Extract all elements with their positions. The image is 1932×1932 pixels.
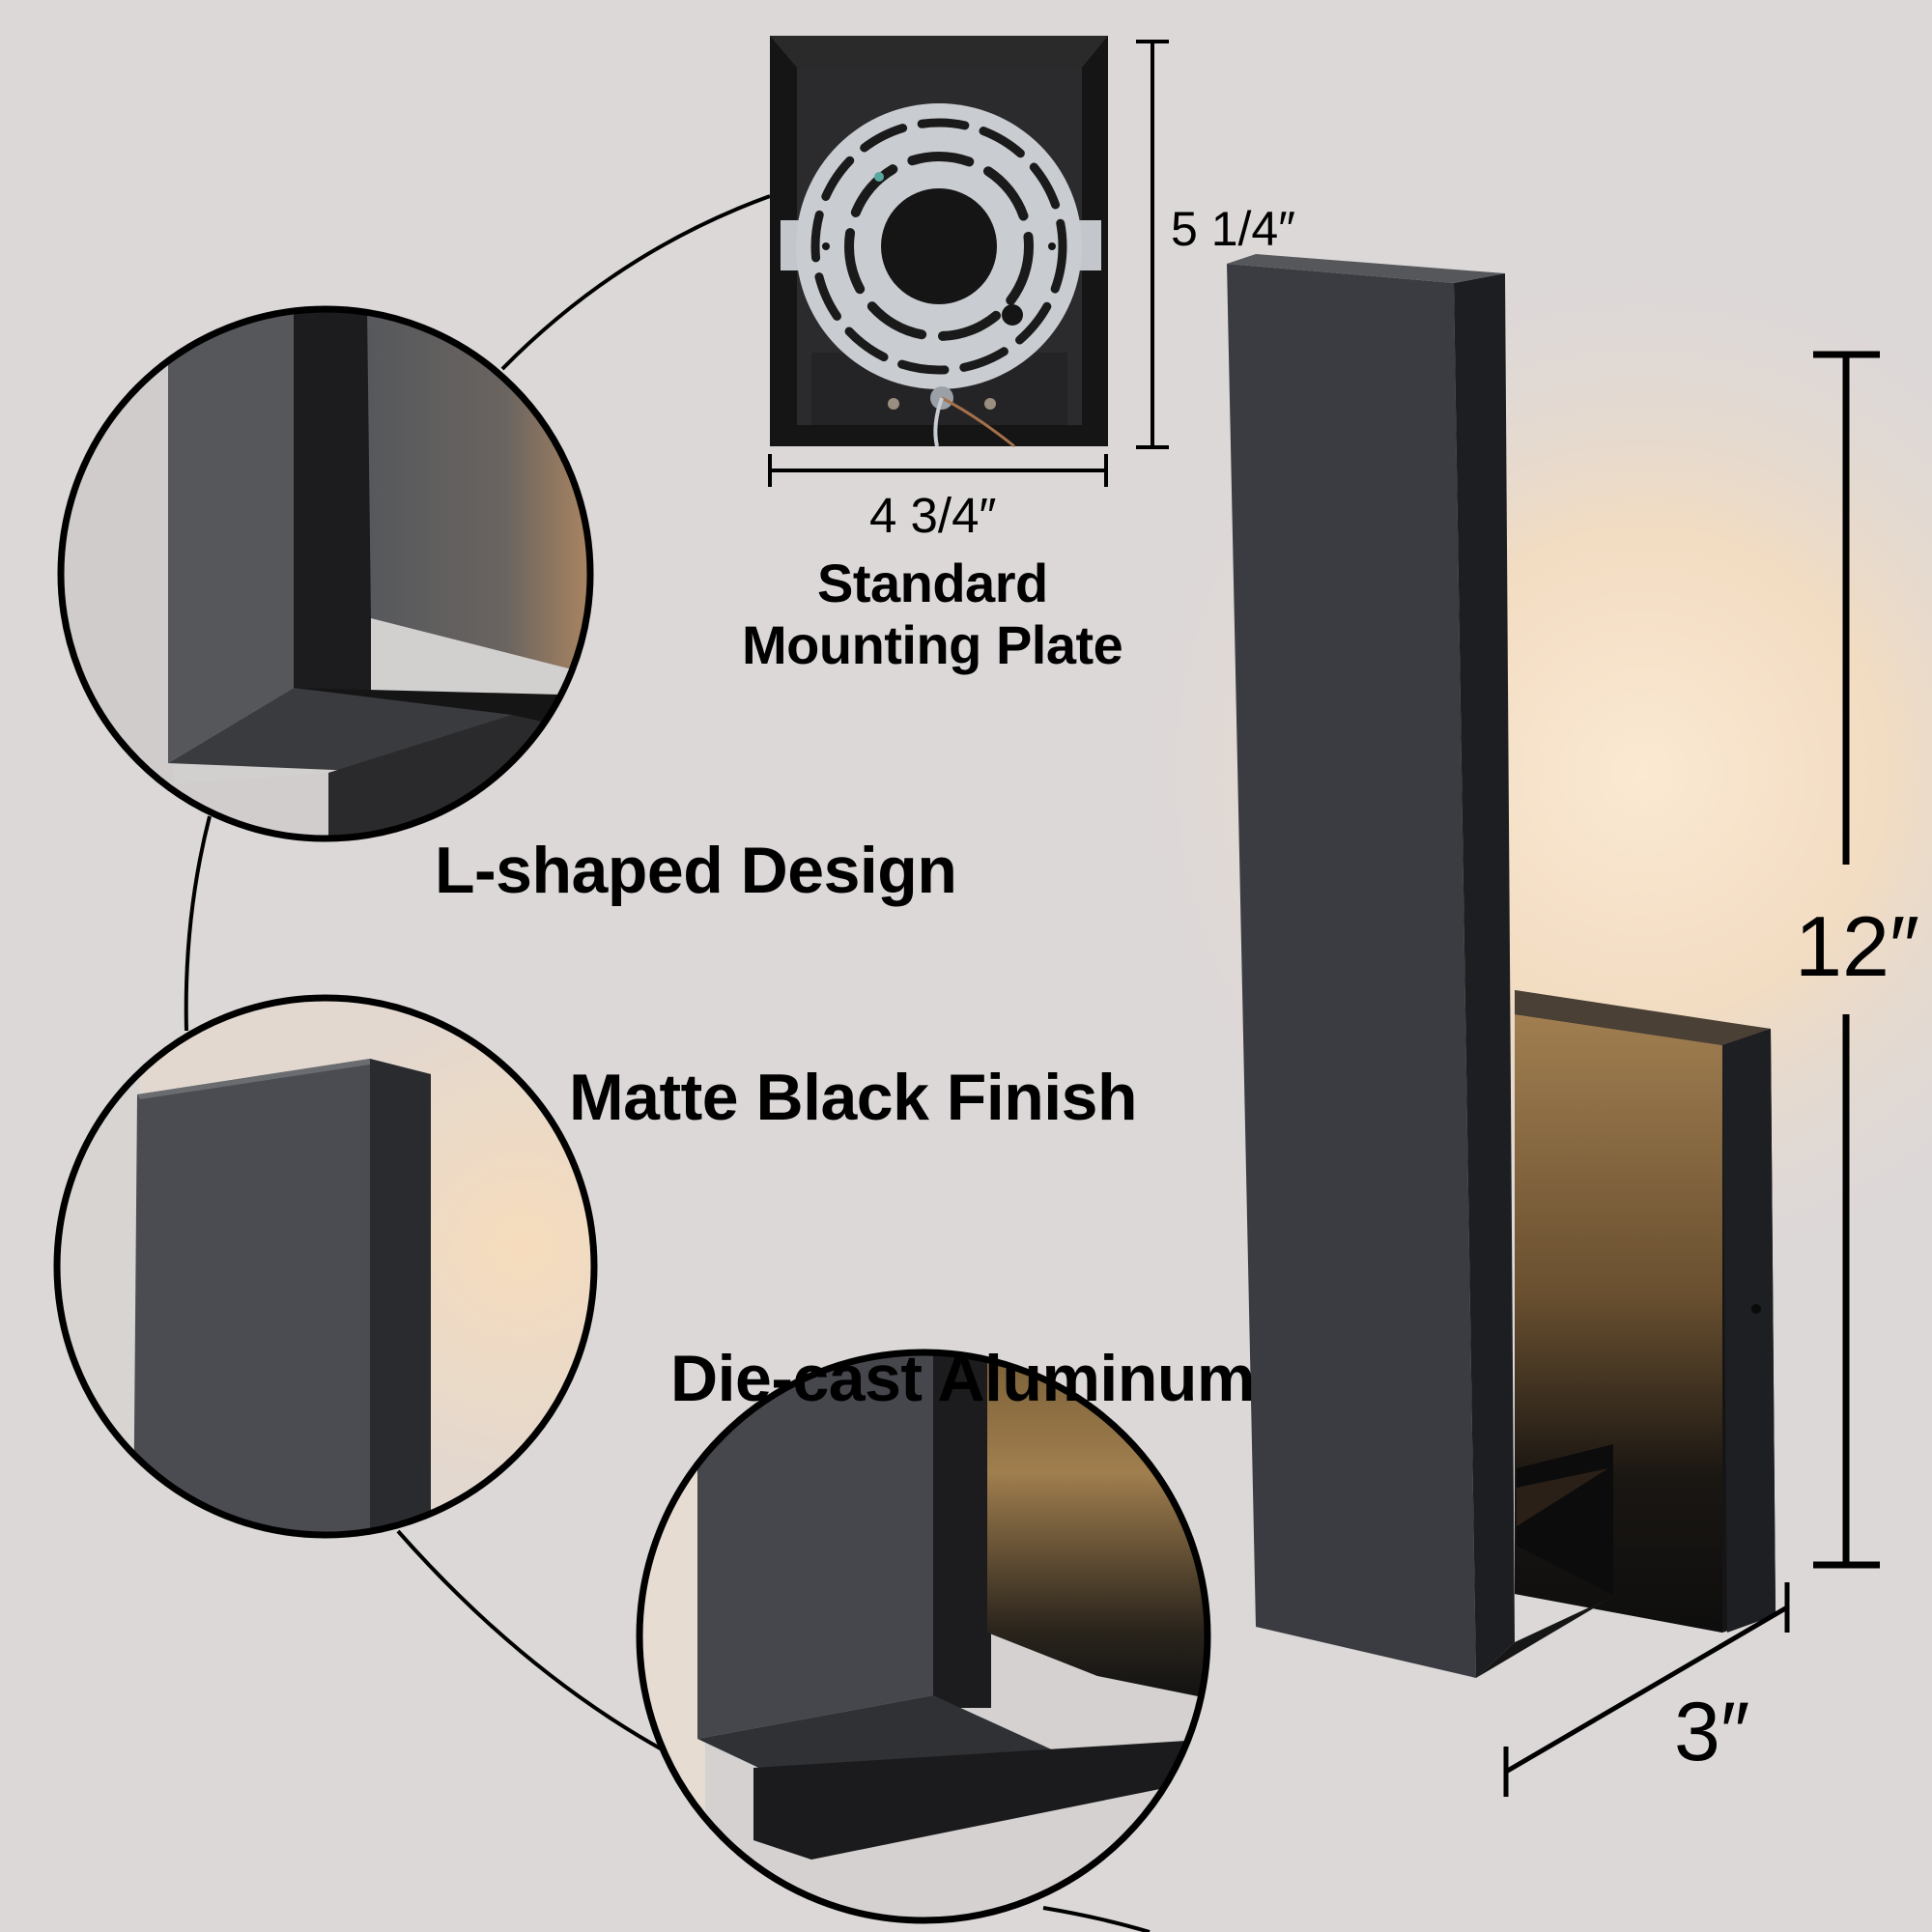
height-dimension-lines <box>1813 351 1880 1569</box>
mounting-plate-height-label: 5 1/4″ <box>1171 202 1295 256</box>
detail-circle-l-shape <box>61 309 590 838</box>
feature-label-matte-black: Matte Black Finish <box>569 1061 1138 1134</box>
mounting-plate-title-line1: Standard <box>817 553 1048 613</box>
lamp-side-face <box>1454 273 1515 1678</box>
mounting-plate-photo <box>770 36 1108 448</box>
connector-lines <box>184 194 1151 1932</box>
lamp-front-face <box>1227 264 1476 1678</box>
mounting-plate-title-line2: Mounting Plate <box>742 614 1123 675</box>
depth-dimension-label: 3″ <box>1674 1686 1750 1778</box>
feature-label-die-cast: Die-cast Aluminum <box>670 1342 1255 1415</box>
mounting-ring <box>781 103 1101 389</box>
mounting-plate-dimension-lines <box>768 40 1169 487</box>
depth-dimension-lines <box>1503 1582 1790 1797</box>
mounting-plate-width-label: 4 3/4″ <box>869 488 997 543</box>
feature-label-l-shaped: L-shaped Design <box>435 834 957 907</box>
detail-circle-2-border <box>53 994 598 1539</box>
detail-circle-matte-finish <box>57 998 594 1535</box>
wall-sconce-lamp <box>1227 254 1776 1678</box>
detail-circle-1-border <box>57 305 594 842</box>
height-dimension-label: 12″ <box>1795 898 1920 994</box>
detail-circle-3-border <box>636 1349 1211 1924</box>
